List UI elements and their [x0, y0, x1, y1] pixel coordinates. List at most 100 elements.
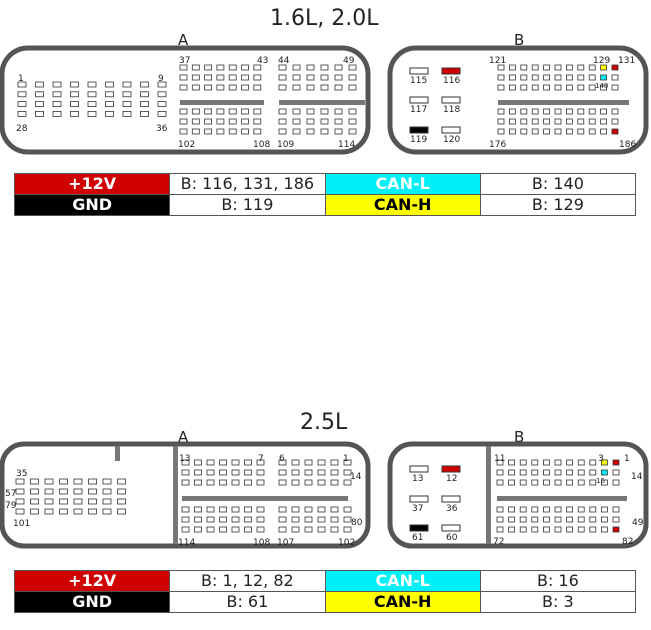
pin: [88, 508, 97, 515]
pin: [554, 469, 562, 476]
pin: [194, 516, 202, 523]
pin: [231, 506, 240, 513]
pin: [191, 74, 200, 81]
legend-ground-value: B: 119: [169, 194, 326, 216]
pin: [105, 111, 114, 117]
pin: [219, 479, 227, 486]
legend-canl-label: CAN-L: [324, 173, 481, 195]
pin: [44, 498, 54, 505]
pin: [181, 516, 190, 523]
pin-label: 61: [412, 533, 423, 543]
pin: [531, 108, 539, 115]
pin: [497, 128, 505, 135]
pin: [253, 64, 262, 71]
pin: [117, 498, 126, 505]
pin: [554, 128, 562, 135]
pin: [496, 506, 504, 513]
pin: [204, 74, 213, 81]
top-connector-a: [0, 45, 371, 155]
pin: [554, 516, 562, 523]
pin: [496, 516, 504, 523]
pin: [231, 459, 240, 466]
pin: [520, 64, 528, 71]
pin: [59, 498, 68, 505]
pin: [278, 516, 287, 523]
pin: [600, 118, 607, 125]
pin-label: 7: [258, 454, 264, 464]
pin: [348, 74, 357, 81]
pin-12: [441, 465, 461, 473]
legend-canh-label: CAN-H: [324, 194, 481, 216]
pin: [206, 459, 215, 466]
pin: [508, 479, 516, 486]
pin: [216, 84, 225, 91]
pin: [543, 459, 550, 466]
bottom-b-key: [486, 446, 491, 544]
pin-label: 1: [343, 454, 349, 464]
top-a-pin-grid: [17, 64, 357, 135]
pin: [334, 128, 343, 135]
pin: [256, 459, 265, 466]
pin: [228, 128, 237, 135]
legend-ground-value: B: 61: [169, 591, 326, 613]
top-connector-b: [387, 45, 649, 155]
pin-116: [441, 67, 461, 75]
bottom-connector-a: [0, 441, 371, 549]
pin: [554, 74, 562, 81]
pin-60: [441, 524, 461, 532]
pin: [194, 469, 202, 476]
pin: [577, 128, 585, 135]
pin: [554, 479, 562, 486]
pin: [531, 516, 539, 523]
pin: [543, 479, 550, 486]
pin-label: 44: [278, 56, 290, 66]
pin: [612, 479, 620, 486]
pin: [44, 488, 54, 495]
pin: [348, 64, 357, 71]
pin: [256, 516, 265, 523]
pin: [59, 488, 68, 495]
pin: [543, 84, 550, 91]
pin: [330, 469, 339, 476]
bottom-b-divider: [497, 496, 627, 501]
pin: [30, 498, 39, 505]
pin-label: 60: [446, 533, 458, 543]
pin: [566, 459, 573, 466]
pin: [216, 64, 225, 71]
pin: [348, 128, 357, 135]
pin: [194, 479, 202, 486]
pin: [228, 118, 237, 125]
pin: [194, 506, 202, 513]
pin: [291, 516, 300, 523]
pin: [306, 128, 315, 135]
pin-label: 49: [632, 518, 644, 528]
pin: [589, 526, 597, 533]
pin: [612, 516, 620, 523]
pin: [256, 469, 265, 476]
pin: [577, 526, 585, 533]
pin-label: 116: [443, 76, 460, 86]
pin: [497, 118, 505, 125]
pin: [496, 526, 504, 533]
pin: [206, 506, 215, 513]
pin: [577, 459, 585, 466]
pin: [343, 526, 352, 533]
pin: [589, 516, 597, 523]
pin-label: 117: [410, 105, 427, 115]
pin: [611, 118, 619, 125]
bottom-connector-b: [387, 441, 649, 549]
pin: [244, 469, 252, 476]
pin: [117, 488, 126, 495]
pin: [554, 118, 562, 125]
pin: [519, 459, 527, 466]
pin: [566, 128, 573, 135]
top-connector-b-label: B: [514, 31, 525, 49]
pin: [496, 479, 504, 486]
legend-ground-label: GND: [13, 194, 171, 216]
bottom-connector-b-label: B: [514, 428, 525, 446]
legend-power-value: B: 1, 12, 82: [169, 570, 326, 592]
bottom-legend-table: +12V B: 1, 12, 82 CAN-L B: 16 GND B: 61 …: [13, 570, 637, 613]
pin: [191, 64, 200, 71]
legend-power-value: B: 116, 131, 186: [169, 173, 326, 195]
pin: [601, 459, 608, 466]
